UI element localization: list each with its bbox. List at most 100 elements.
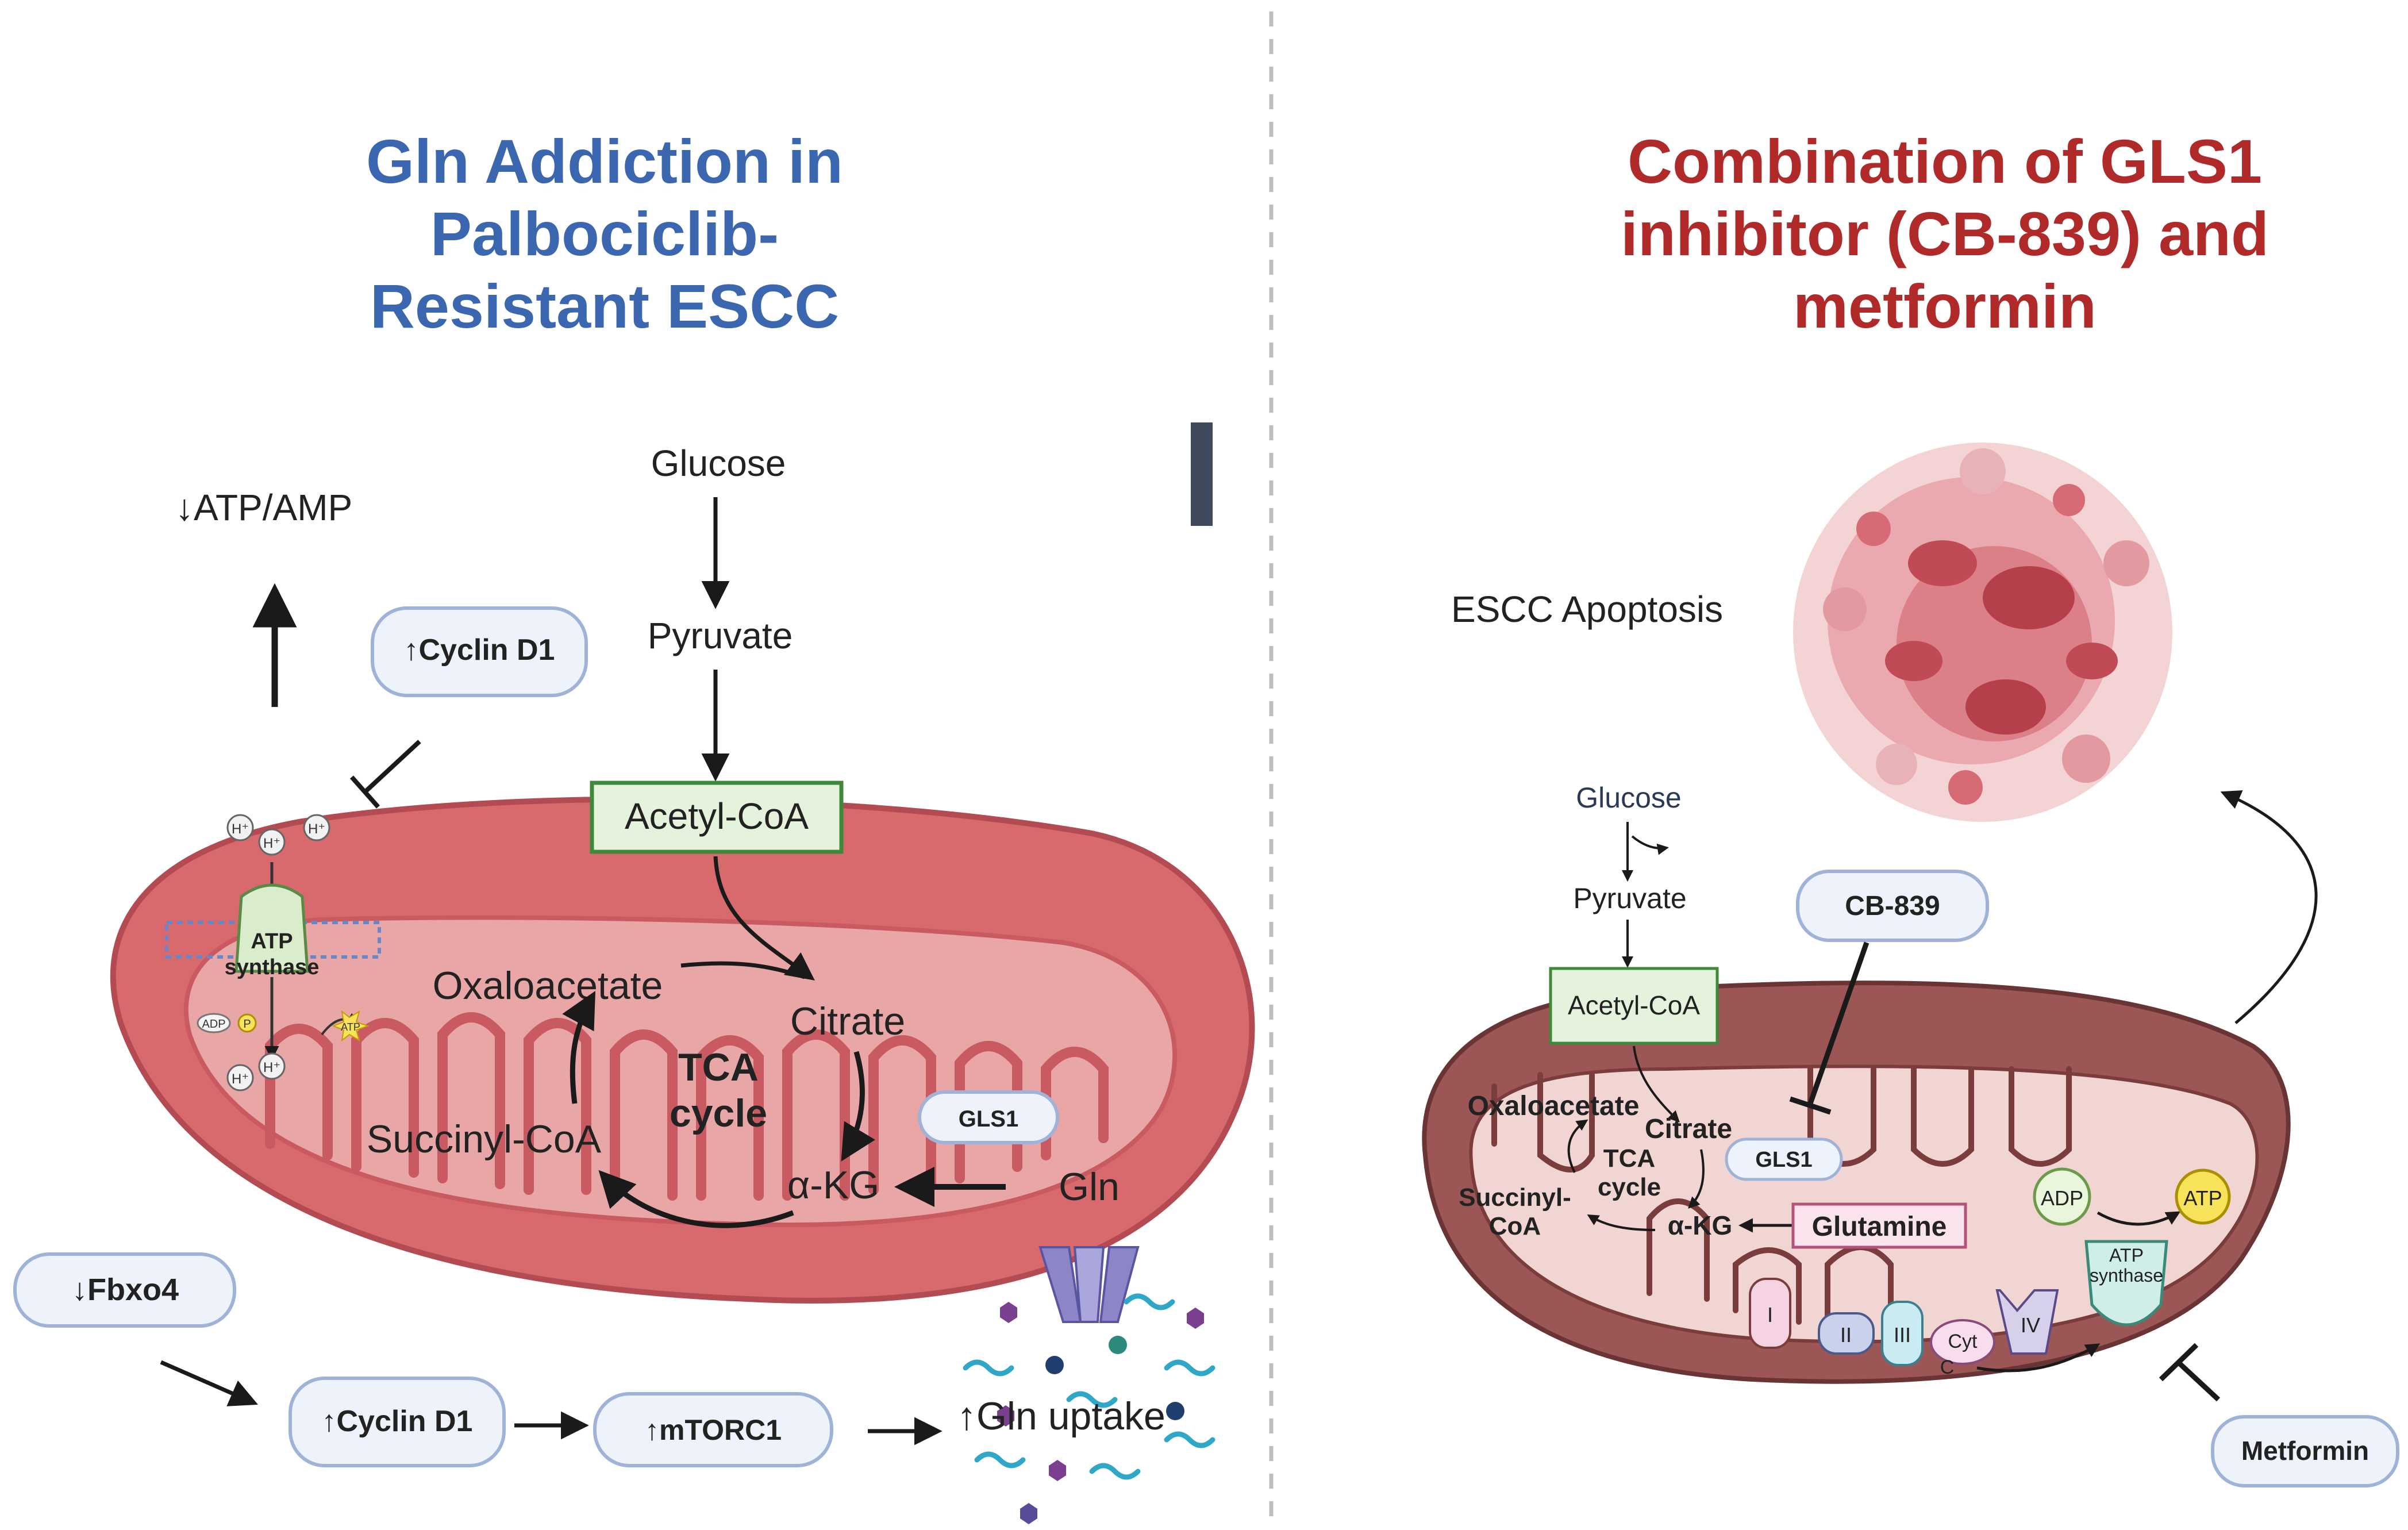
succinyl-oxaloacetate-arrow bbox=[562, 990, 596, 1104]
left-tca-label-2: cycle bbox=[670, 1091, 767, 1135]
left-gls1-pill bbox=[918, 1090, 1059, 1144]
right-succinyl-oxaloacetate-arrow bbox=[1567, 1119, 1588, 1173]
escc-apoptosis-label: ESCC Apoptosis bbox=[1451, 589, 1723, 630]
right-adp-label: ADP bbox=[2041, 1186, 2083, 1210]
svg-text:ADP: ADP bbox=[202, 1018, 225, 1031]
right-succinyl-label-1: Succinyl- bbox=[1459, 1183, 1571, 1212]
mtorc1-pill bbox=[593, 1392, 833, 1467]
glutamine-particles bbox=[963, 1293, 1215, 1480]
gln-uptake-label: ↑Gln uptake bbox=[957, 1394, 1165, 1438]
right-atp-synthase bbox=[2084, 1240, 2168, 1327]
cyclin-bottom-pill bbox=[289, 1377, 506, 1467]
right-atp-synthase-label-2: synthase bbox=[2090, 1265, 2163, 1286]
svg-text:Cyt: Cyt bbox=[1948, 1331, 1978, 1352]
left-akg-label: α-KG bbox=[787, 1163, 879, 1207]
apoptosis-arrow bbox=[2220, 790, 2318, 1024]
svg-text:Resistant ESCC: Resistant ESCC bbox=[370, 271, 839, 341]
right-akg-succinyl-arrow bbox=[1587, 1214, 1656, 1231]
glutamine-label: Glutamine bbox=[1812, 1212, 1947, 1242]
svg-text:C: C bbox=[1940, 1356, 1955, 1378]
left-title: Gln Addiction in Palbociclib- Resistant … bbox=[366, 126, 843, 341]
right-citrate-label: Citrate bbox=[1645, 1114, 1732, 1144]
cyclin-bottom-label: ↑Cyclin D1 bbox=[322, 1405, 473, 1438]
atp-amp-label: ↓ATP/AMP bbox=[175, 487, 352, 528]
left-acetyl-label: Acetyl-CoA bbox=[625, 795, 809, 837]
apoptotic-cell-icon bbox=[1793, 443, 2172, 822]
svg-text:metformin: metformin bbox=[1793, 271, 2097, 341]
right-gls1-label: GLS1 bbox=[1755, 1148, 1812, 1172]
cyclin-top-label: ↑Cyclin D1 bbox=[404, 633, 555, 667]
left-mitochondrion bbox=[110, 796, 1255, 1304]
svg-text:H⁺: H⁺ bbox=[232, 821, 249, 837]
right-oxaloacetate-label: Oxaloacetate bbox=[1468, 1091, 1640, 1121]
svg-text:Combination of GLS1: Combination of GLS1 bbox=[1628, 126, 2262, 196]
left-succinyl-label: Succinyl-CoA bbox=[367, 1117, 602, 1161]
svg-text:H⁺: H⁺ bbox=[263, 836, 280, 851]
metformin-label: Metformin bbox=[2241, 1436, 2369, 1466]
fbxo4-label: ↓Fbxo4 bbox=[72, 1273, 179, 1307]
svg-text:II: II bbox=[1840, 1323, 1852, 1347]
metformin-inhibit-line bbox=[2176, 1360, 2221, 1402]
svg-text:ATP: ATP bbox=[341, 1021, 360, 1033]
dark-bar-marker bbox=[1191, 422, 1213, 526]
cyt-synthase-arrow bbox=[1976, 1343, 2101, 1373]
akg-succinyl-arrow bbox=[598, 1170, 794, 1228]
metformin-inhibit-bar bbox=[2159, 1343, 2199, 1382]
svg-text:IV: IV bbox=[2021, 1313, 2040, 1337]
left-atp-synthase: ATP synthase bbox=[225, 862, 320, 1060]
svg-text:Palbociclib-: Palbociclib- bbox=[430, 199, 779, 268]
fbxo4-cyclin-arrow bbox=[160, 1360, 258, 1406]
svg-text:P: P bbox=[243, 1018, 251, 1031]
right-tca-label-2: cycle bbox=[1598, 1173, 1661, 1201]
left-gln-label: Gln bbox=[1059, 1165, 1120, 1209]
mtorc1-label: ↑mTORC1 bbox=[645, 1414, 782, 1446]
right-acetyl-citrate-arrow bbox=[1633, 1045, 1680, 1122]
cyclin-inhibit-bar bbox=[350, 775, 380, 809]
svg-text:ATP: ATP bbox=[251, 929, 293, 954]
fbxo4-pill bbox=[13, 1252, 236, 1328]
right-adp-circle bbox=[2033, 1167, 2091, 1226]
h-plus-ions: H⁺ H⁺ H⁺ H⁺ H⁺ bbox=[226, 814, 330, 1091]
svg-text:H⁺: H⁺ bbox=[232, 1071, 249, 1087]
right-acetyl-box bbox=[1549, 967, 1719, 1045]
left-acetyl-box bbox=[590, 781, 844, 854]
cyclin-inhibit-line bbox=[363, 740, 421, 794]
right-glucose-label: Glucose bbox=[1576, 782, 1681, 814]
glutamine-box bbox=[1791, 1202, 1967, 1249]
left-citrate-label: Citrate bbox=[790, 1000, 905, 1043]
acetyl-citrate-arrow bbox=[713, 856, 815, 981]
cyclin-top-pill bbox=[371, 606, 588, 697]
left-tca-label-1: TCA bbox=[678, 1045, 759, 1089]
left-adp-atp-mini: ADP P ATP bbox=[197, 1010, 370, 1042]
svg-text:synthase: synthase bbox=[225, 955, 320, 979]
right-atp-label: ATP bbox=[2183, 1186, 2222, 1210]
left-pyruvate-label: Pyruvate bbox=[648, 615, 793, 656]
right-succinyl-label-2: CoA bbox=[1489, 1212, 1541, 1240]
svg-text:Gln Addiction in: Gln Addiction in bbox=[366, 126, 843, 196]
right-gls1-pill bbox=[1725, 1137, 1843, 1181]
gln-transporter-icon bbox=[1038, 1246, 1140, 1323]
right-akg-label: α-KG bbox=[1668, 1210, 1733, 1240]
left-oxaloacetate-label: Oxaloacetate bbox=[433, 964, 663, 1008]
right-glucose-branch bbox=[1631, 835, 1669, 855]
oxaloacetate-citrate-arrow bbox=[680, 961, 806, 979]
svg-text:I: I bbox=[1767, 1303, 1773, 1327]
svg-text:inhibitor (CB-839) and: inhibitor (CB-839) and bbox=[1621, 199, 2269, 268]
left-gls1-label: GLS1 bbox=[959, 1106, 1018, 1132]
left-glucose-label: Glucose bbox=[651, 443, 786, 484]
cb839-inhibit-bar bbox=[1789, 1096, 1832, 1115]
right-tca-label-1: TCA bbox=[1603, 1144, 1655, 1173]
metabolite-dots bbox=[997, 1302, 1204, 1524]
citrate-akg-arrow bbox=[841, 1051, 875, 1162]
right-pyruvate-label: Pyruvate bbox=[1573, 882, 1686, 914]
cb839-pill bbox=[1796, 870, 1989, 942]
right-title: Combination of GLS1 inhibitor (CB-839) a… bbox=[1621, 126, 2269, 341]
svg-text:III: III bbox=[1894, 1323, 1911, 1347]
right-atp-circle bbox=[2175, 1168, 2231, 1225]
cb839-inhibit-line bbox=[1807, 941, 1870, 1105]
metformin-pill bbox=[2211, 1415, 2399, 1487]
right-atp-synthase-label-1: ATP bbox=[2109, 1245, 2144, 1266]
svg-text:H⁺: H⁺ bbox=[308, 821, 325, 837]
